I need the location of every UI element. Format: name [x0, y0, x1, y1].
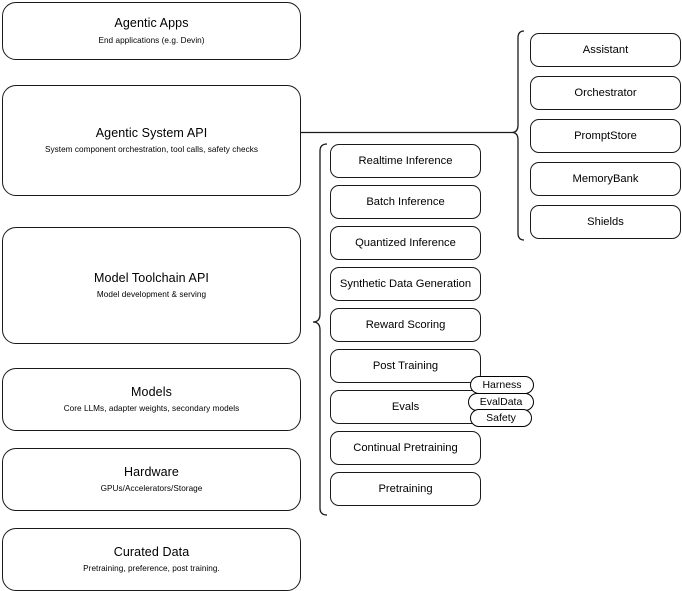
layer-title: Agentic System API: [95, 125, 208, 140]
brace-agentic-components: [511, 30, 525, 241]
component-promptstore[interactable]: PromptStore: [530, 119, 681, 153]
evals-subcomponent-safety[interactable]: Safety: [470, 409, 532, 427]
component-continual-pretraining[interactable]: Continual Pretraining: [330, 431, 481, 465]
component-reward-scoring[interactable]: Reward Scoring: [330, 308, 481, 342]
evals-subcomponent-label: EvalData: [479, 396, 523, 408]
layer-hardware[interactable]: Hardware GPUs/Accelerators/Storage: [2, 448, 301, 511]
component-memorybank[interactable]: MemoryBank: [530, 162, 681, 196]
component-label: PromptStore: [574, 130, 637, 142]
component-label: Orchestrator: [574, 87, 637, 99]
layer-title: Agentic Apps: [114, 16, 189, 31]
component-label: Synthetic Data Generation: [339, 278, 472, 290]
layer-subtitle: GPUs/Accelerators/Storage: [100, 484, 203, 494]
component-quantized-inference[interactable]: Quantized Inference: [330, 226, 481, 260]
layer-models[interactable]: Models Core LLMs, adapter weights, secon…: [2, 368, 301, 431]
evals-subcomponent-harness[interactable]: Harness: [470, 376, 534, 394]
layer-subtitle: System component orchestration, tool cal…: [44, 145, 259, 155]
layer-subtitle: Pretraining, preference, post training.: [83, 564, 220, 574]
layer-curated-data[interactable]: Curated Data Pretraining, preference, po…: [2, 528, 301, 591]
layer-subtitle: End applications (e.g. Devin): [98, 35, 205, 45]
component-post-training[interactable]: Post Training: [330, 349, 481, 383]
component-synthetic-data-generation[interactable]: Synthetic Data Generation: [330, 267, 481, 301]
component-label: Post Training: [372, 360, 439, 372]
component-shields[interactable]: Shields: [530, 205, 681, 239]
component-orchestrator[interactable]: Orchestrator: [530, 76, 681, 110]
component-label: Assistant: [582, 44, 629, 56]
component-label: Shields: [587, 216, 624, 228]
layer-subtitle: Core LLMs, adapter weights, secondary mo…: [63, 404, 240, 414]
evals-subcomponent-label: Harness: [482, 379, 522, 391]
component-label: Pretraining: [378, 483, 433, 495]
layer-agentic-system-api[interactable]: Agentic System API System component orch…: [2, 85, 301, 196]
component-realtime-inference[interactable]: Realtime Inference: [330, 144, 481, 178]
component-label: Reward Scoring: [365, 319, 446, 331]
component-label: Continual Pretraining: [353, 442, 458, 454]
component-assistant[interactable]: Assistant: [530, 33, 681, 67]
evals-subcomponent-label: Safety: [486, 412, 516, 424]
component-label: Realtime Inference: [358, 155, 453, 167]
layer-title: Model Toolchain API: [94, 270, 209, 285]
component-batch-inference[interactable]: Batch Inference: [330, 185, 481, 219]
component-pretraining[interactable]: Pretraining: [330, 472, 481, 506]
component-label: Batch Inference: [366, 196, 445, 208]
component-label: Evals: [391, 401, 420, 413]
brace-toolchain-components: [312, 143, 328, 516]
layer-subtitle: Model development & serving: [96, 290, 207, 300]
component-evals[interactable]: Evals: [330, 390, 481, 424]
layer-title: Hardware: [124, 464, 179, 479]
component-label: MemoryBank: [572, 173, 639, 185]
layer-title: Curated Data: [113, 544, 190, 559]
component-label: Quantized Inference: [355, 237, 456, 249]
layer-agentic-apps[interactable]: Agentic Apps End applications (e.g. Devi…: [2, 2, 301, 60]
layer-title: Models: [131, 384, 172, 399]
layer-model-toolchain-api[interactable]: Model Toolchain API Model development & …: [2, 227, 301, 344]
